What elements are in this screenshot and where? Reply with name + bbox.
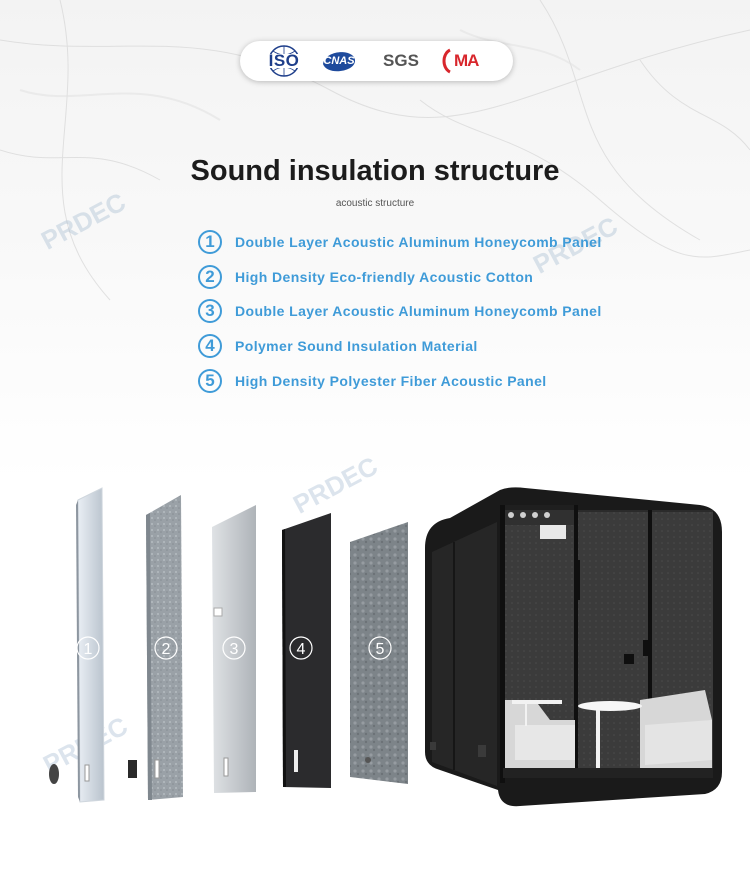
layer-number-badge: 2 (198, 265, 222, 289)
layer-number-badge: 5 (198, 369, 222, 393)
panel-number-5: 5 (368, 636, 392, 660)
layer-item: 5 High Density Polyester Fiber Acoustic … (198, 367, 618, 395)
svg-text:3: 3 (230, 641, 239, 658)
layer-label: High Density Polyester Fiber Acoustic Pa… (235, 373, 547, 389)
panel-number-1: 1 (76, 636, 100, 660)
layer-label: Double Layer Acoustic Aluminum Honeycomb… (235, 303, 602, 319)
cnas-text: CNAS (323, 55, 355, 67)
layer-item: 1 Double Layer Acoustic Aluminum Honeyco… (198, 228, 618, 256)
page-title: Sound insulation structure (190, 155, 560, 187)
panel-4 (282, 513, 331, 788)
panel-1 (49, 487, 105, 803)
page-subtitle: acoustic structure (335, 198, 415, 209)
panel-2 (128, 495, 183, 800)
panel-number-4: 4 (289, 636, 313, 660)
panel-5 (350, 522, 408, 784)
certification-bar: ISO CNAS SGS MA (240, 41, 513, 81)
layer-item: 3 Double Layer Acoustic Aluminum Honeyco… (198, 297, 618, 325)
iso-text: ISO (268, 51, 300, 70)
booth-illustration: 1 2 3 4 5 (49, 487, 722, 807)
cma-text: MA (454, 51, 479, 70)
panel-number-2: 2 (154, 636, 178, 660)
layer-item: 4 Polymer Sound Insulation Material (198, 332, 618, 360)
layer-label: High Density Eco-friendly Acoustic Cotto… (235, 269, 534, 285)
layer-label: Polymer Sound Insulation Material (235, 338, 478, 354)
layer-label: Double Layer Acoustic Aluminum Honeycomb… (235, 234, 602, 250)
layer-number-badge: 1 (198, 230, 222, 254)
layer-number-badge: 3 (198, 299, 222, 323)
phone-booth (425, 487, 722, 807)
layer-number-badge: 4 (198, 334, 222, 358)
panel-3 (212, 505, 256, 793)
sgs-text: SGS (383, 51, 419, 70)
layer-item: 2 High Density Eco-friendly Acoustic Cot… (198, 263, 618, 291)
svg-text:5: 5 (376, 641, 385, 658)
sgs-logo: SGS (378, 41, 424, 81)
svg-text:1: 1 (84, 641, 93, 658)
panel-number-3: 3 (222, 636, 246, 660)
cnas-logo: CNAS (317, 41, 361, 81)
cma-logo: MA (440, 41, 490, 81)
svg-text:4: 4 (297, 641, 306, 658)
iso-logo: ISO (262, 41, 306, 81)
svg-text:2: 2 (162, 641, 171, 658)
